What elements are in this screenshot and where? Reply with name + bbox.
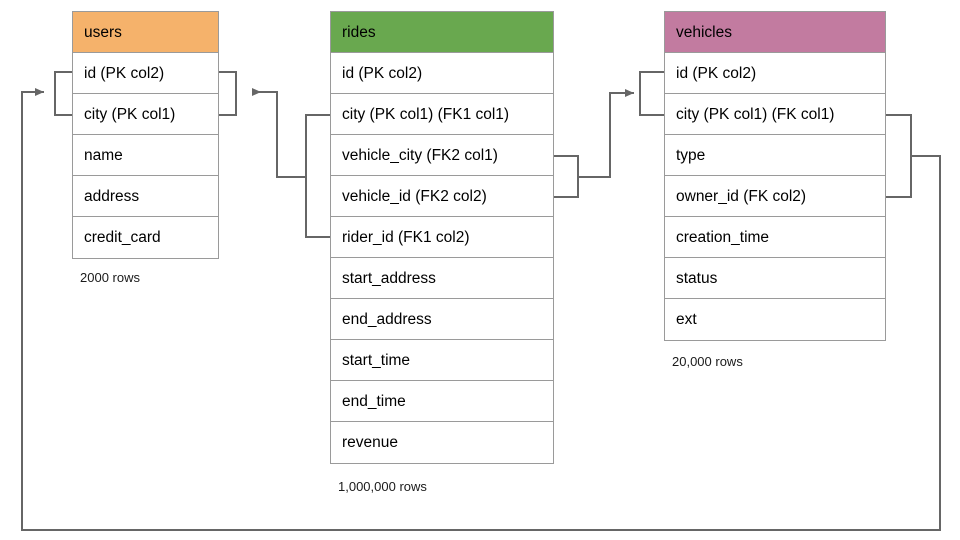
entity-rides-field-rider-id[interactable]: rider_id (FK1 col2): [331, 217, 553, 258]
entity-vehicles-field-type[interactable]: type: [665, 135, 885, 176]
entity-users-field-city[interactable]: city (PK col1): [73, 94, 218, 135]
wire-rides-to-users-run: [252, 88, 306, 178]
entity-users-header[interactable]: users: [73, 12, 218, 53]
entity-vehicles-field-owner-id[interactable]: owner_id (FK col2): [665, 176, 885, 217]
entity-users-field-id[interactable]: id (PK col2): [73, 53, 218, 94]
entity-vehicles-field-id[interactable]: id (PK col2): [665, 53, 885, 94]
entity-rides-field-start-time[interactable]: start_time: [331, 340, 553, 381]
entity-rides-field-city[interactable]: city (PK col1) (FK1 col1): [331, 94, 553, 135]
wire-users-target-bracket-right: [219, 71, 237, 116]
entity-rides-field-vehicle-id[interactable]: vehicle_id (FK2 col2): [331, 176, 553, 217]
entity-rides-row-count: 1,000,000 rows: [338, 479, 427, 494]
wire-rides-to-vehicles-run: [578, 89, 634, 178]
entity-users-field-credit-card[interactable]: credit_card: [73, 217, 218, 258]
entity-users-field-address[interactable]: address: [73, 176, 218, 217]
wire-vehicles-owner-bracket: [886, 114, 912, 198]
entity-vehicles-field-city[interactable]: city (PK col1) (FK col1): [665, 94, 885, 135]
entity-rides-field-revenue[interactable]: revenue: [331, 422, 553, 463]
entity-rides-field-start-address[interactable]: start_address: [331, 258, 553, 299]
entity-rides-field-id[interactable]: id (PK col2): [331, 53, 553, 94]
entity-rides-header[interactable]: rides: [331, 12, 553, 53]
entity-rides-field-end-address[interactable]: end_address: [331, 299, 553, 340]
wire-users-target-bracket-left: [54, 71, 72, 116]
entity-vehicles-header[interactable]: vehicles: [665, 12, 885, 53]
entity-vehicles-field-ext[interactable]: ext: [665, 299, 885, 340]
wire-rides-rider-bracket: [305, 114, 330, 238]
entity-vehicles-field-status[interactable]: status: [665, 258, 885, 299]
entity-rides-field-vehicle-city[interactable]: vehicle_city (FK2 col1): [331, 135, 553, 176]
entity-users-field-name[interactable]: name: [73, 135, 218, 176]
entity-vehicles-field-creation-time[interactable]: creation_time: [665, 217, 885, 258]
wire-vehicles-target-bracket-left: [639, 71, 664, 116]
entity-vehicles-row-count: 20,000 rows: [672, 354, 743, 369]
entity-users[interactable]: users id (PK col2) city (PK col1) name a…: [72, 11, 219, 259]
entity-users-row-count: 2000 rows: [80, 270, 140, 285]
entity-rides[interactable]: rides id (PK col2) city (PK col1) (FK1 c…: [330, 11, 554, 464]
wire-rides-vehicle-bracket: [554, 155, 579, 198]
entity-vehicles[interactable]: vehicles id (PK col2) city (PK col1) (FK…: [664, 11, 886, 341]
entity-rides-field-end-time[interactable]: end_time: [331, 381, 553, 422]
